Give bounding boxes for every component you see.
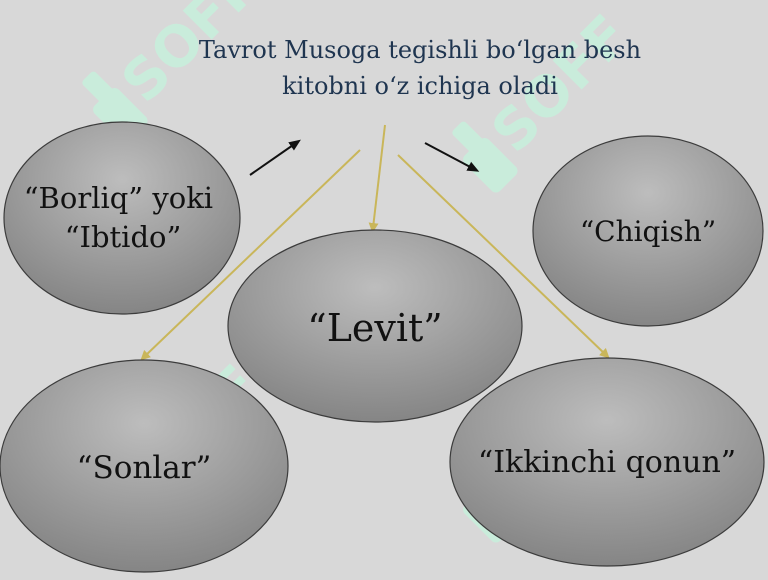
arrows <box>140 124 610 361</box>
arrow-to-levit <box>368 124 386 233</box>
node-ikkinchi-qonun: “Ikkinchi qonun” <box>449 357 765 567</box>
arrow-to-sonlar <box>140 149 361 361</box>
node-chiqish: “Chiqish” <box>532 135 764 327</box>
node-borliq-line1: “Borliq” yoki <box>24 181 213 215</box>
node-sonlar-label: “Sonlar” <box>77 450 212 486</box>
node-levit: “Levit” <box>227 229 523 423</box>
arrow-to-ikkinchi-qonun <box>397 154 610 359</box>
node-levit-label: “Levit” <box>307 306 442 350</box>
arrow-to-borliq <box>249 139 301 176</box>
node-borliq: “Borliq” yoki “Ibtido” <box>3 121 241 315</box>
diagram-title-line1: Tavrot Musoga tegishli bo‘lgan besh <box>198 36 642 64</box>
node-borliq-line2: “Ibtido” <box>65 220 182 254</box>
svg-text:“Borliq” yoki “Ibtido”: “Borliq” yoki “Ibtido” <box>24 181 223 254</box>
diagram-title-line2: kitobni o‘z ichiga oladi <box>282 72 558 100</box>
arrow-to-chiqish <box>424 142 480 172</box>
diagram-title: Tavrot Musoga tegishli bo‘lgan besh kito… <box>150 32 690 104</box>
node-chiqish-label: “Chiqish” <box>580 215 716 248</box>
node-sonlar: “Sonlar” <box>0 359 289 573</box>
node-ikkinchi-qonun-label: “Ikkinchi qonun” <box>478 445 736 480</box>
